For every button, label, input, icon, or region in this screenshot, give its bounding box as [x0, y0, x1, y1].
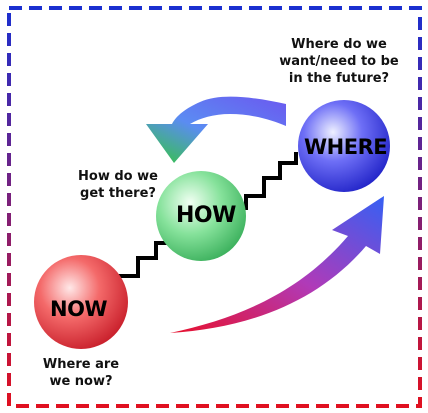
staircase-how-where — [244, 152, 298, 210]
question-where: Where do we want/need to be in the futur… — [264, 36, 414, 87]
question-where-line-3: in the future? — [288, 71, 390, 86]
sphere-where — [298, 100, 390, 192]
sphere-label-now: NOW — [50, 297, 108, 321]
sphere-now — [34, 255, 128, 349]
staircase-now-how — [116, 236, 174, 290]
question-where-line-1: Where do we — [291, 37, 387, 52]
question-how: How do we get there? — [58, 168, 178, 202]
curved-arrow-bottom — [170, 196, 384, 333]
sphere-label-how: HOW — [176, 203, 236, 228]
curved-arrow-top — [146, 96, 286, 163]
sphere-how — [156, 171, 246, 261]
question-where-line-2: want/need to be — [279, 54, 399, 69]
question-now-line-2: we now? — [49, 374, 113, 389]
dashed-border — [7, 6, 422, 408]
question-how-line-2: get there? — [80, 186, 156, 201]
question-how-line-1: How do we — [78, 169, 158, 184]
sphere-label-where: WHERE — [304, 135, 388, 159]
question-now: Where are we now? — [26, 356, 136, 390]
question-now-line-1: Where are — [42, 357, 120, 372]
